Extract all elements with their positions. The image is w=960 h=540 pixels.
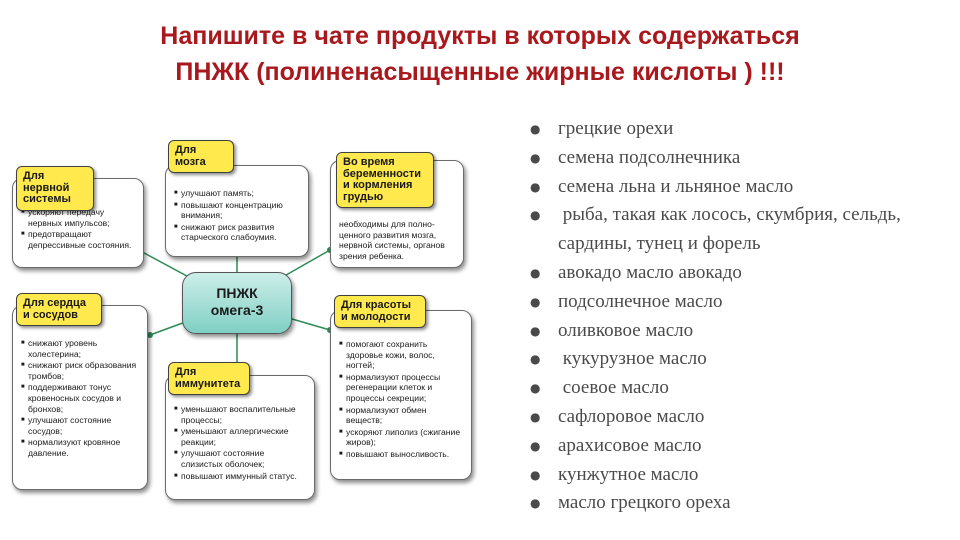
- list-item: ● рыба, такая как лосось, скумбрия, сель…: [520, 201, 940, 259]
- heart-item-3: поддерживают тонус кровеносных сосудов и…: [21, 382, 141, 414]
- nervous-item-1: ускоряют передачу нервных импульсов;: [21, 207, 137, 228]
- beauty-item-5: повышают выносливость.: [339, 449, 465, 460]
- bullet-icon: ●: [530, 150, 541, 165]
- heart-item-1: снижают уровень холестерина;: [21, 338, 141, 359]
- products-list: ●грецкие орехи ●семена подсолнечника ●се…: [520, 115, 940, 518]
- list-item: ●грецкие орехи: [520, 115, 940, 144]
- bullet-icon: ●: [530, 323, 541, 338]
- bullet-icon: ●: [530, 381, 541, 396]
- list-item: ●масло грецкого ореха: [520, 489, 940, 518]
- immunity-box: уменьшают воспалительные процессы; умень…: [165, 375, 315, 500]
- title-line-2: ПНЖК (полиненасыщенные жирные кислоты ) …: [175, 58, 785, 86]
- heart-box: снижают уровень холестерина; снижают рис…: [12, 305, 148, 490]
- brain-item-3: снижают риск развития старческого слабоу…: [174, 222, 302, 243]
- beauty-label: Для красоты и молодости: [334, 295, 426, 328]
- heart-label: Для сердца и сосудов: [16, 293, 102, 326]
- beauty-item-4: ускоряют липолиз (сжигание жиров);: [339, 427, 465, 448]
- title-line-1: Напишите в чате продукты в которых содер…: [160, 22, 800, 50]
- immunity-item-1: уменьшают воспалительные процессы;: [174, 404, 308, 425]
- bullet-icon: ●: [530, 409, 541, 424]
- bullet-icon: ●: [530, 179, 541, 194]
- bullet-icon: ●: [530, 496, 541, 511]
- immunity-item-2: уменьшают аллергические реакции;: [174, 426, 308, 447]
- brain-label: Для мозга: [168, 140, 234, 173]
- beauty-box: помогают сохранить здоровье кожи, волос,…: [330, 310, 472, 480]
- beauty-item-3: нормализуют обмен веществ;: [339, 405, 465, 426]
- bullet-icon: ●: [530, 122, 541, 136]
- list-item: ● соевое масло: [520, 374, 940, 403]
- list-item: ●сафлоровое масло: [520, 403, 940, 432]
- list-item: ●подсолнечное масло: [520, 288, 940, 317]
- page-title: Напишите в чате продукты в которых содер…: [0, 18, 960, 90]
- heart-item-4: улучшают состояние сосудов;: [21, 415, 141, 436]
- heart-item-5: нормализуют кровяное давление.: [21, 437, 141, 458]
- brain-item-2: повышают концентрацию внимания;: [174, 200, 302, 221]
- center-line-1: ПНЖК: [216, 285, 258, 301]
- bullet-icon: ●: [530, 352, 541, 367]
- immunity-item-4: повышают иммунный статус.: [174, 471, 308, 482]
- bullet-icon: ●: [530, 467, 541, 482]
- list-item: ●семена подсолнечника: [520, 144, 940, 173]
- bullet-icon: ●: [530, 294, 541, 309]
- pregnancy-label: Во время беременности и кормления грудью: [336, 152, 434, 208]
- center-line-2: омега-3: [210, 302, 264, 318]
- heart-item-2: снижают риск образования тромбов;: [21, 360, 141, 381]
- omega3-diagram: ускоряют передачу нервных импульсов; пре…: [0, 130, 480, 510]
- bullet-icon: ●: [530, 265, 541, 280]
- bullet-icon: ●: [530, 438, 541, 453]
- beauty-item-1: помогают сохранить здоровье кожи, волос,…: [339, 339, 465, 371]
- list-item: ●оливковое масло: [520, 317, 940, 346]
- immunity-label: Для иммунитета: [168, 362, 250, 395]
- pregnancy-text: необходимы для полно-ценного развития мо…: [339, 219, 445, 261]
- list-item: ●авокадо масло авокадо: [520, 259, 940, 288]
- brain-box: улучшают память; повышают концентрацию в…: [165, 165, 309, 257]
- bullet-icon: ●: [530, 208, 541, 223]
- center-node: ПНЖК омега-3: [182, 272, 292, 334]
- list-item: ● кукурузное масло: [520, 345, 940, 374]
- nervous-item-2: предотвращают депрессивные состояния.: [21, 229, 137, 250]
- nervous-system-label: Для нервной системы: [16, 166, 94, 211]
- brain-item-1: улучшают память;: [174, 188, 302, 199]
- list-item: ●арахисовое масло: [520, 432, 940, 461]
- immunity-item-3: улучшают состояние слизистых оболочек;: [174, 448, 308, 469]
- list-item: ●кунжутное масло: [520, 461, 940, 490]
- list-item: ●семена льна и льняное масло: [520, 173, 940, 202]
- beauty-item-2: нормализуют процессы регенерации клеток …: [339, 372, 465, 404]
